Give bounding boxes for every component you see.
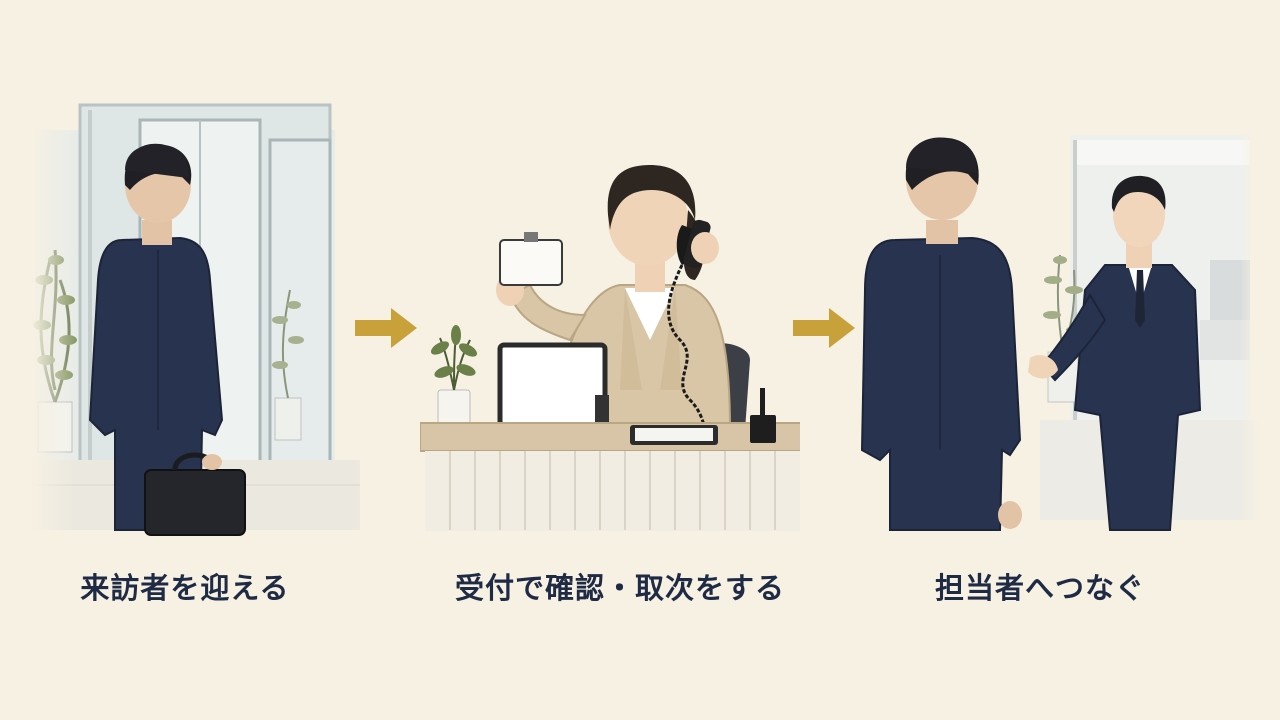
step-2-illustration xyxy=(420,90,800,550)
right-arrow-icon xyxy=(355,308,417,348)
step-1-caption: 来訪者を迎える xyxy=(80,571,290,605)
receptionist-phone-illustration xyxy=(420,165,800,531)
step-1-illustration xyxy=(30,90,410,550)
step-2-caption: 受付で確認・取次をする xyxy=(454,571,785,605)
visitor-at-entrance-illustration xyxy=(30,90,410,550)
step-3-illustration xyxy=(860,90,1260,550)
step-3-caption: 担当者へつなぐ xyxy=(934,571,1145,605)
handover-to-staff-illustration xyxy=(860,90,1260,550)
right-arrow-icon xyxy=(793,308,855,348)
